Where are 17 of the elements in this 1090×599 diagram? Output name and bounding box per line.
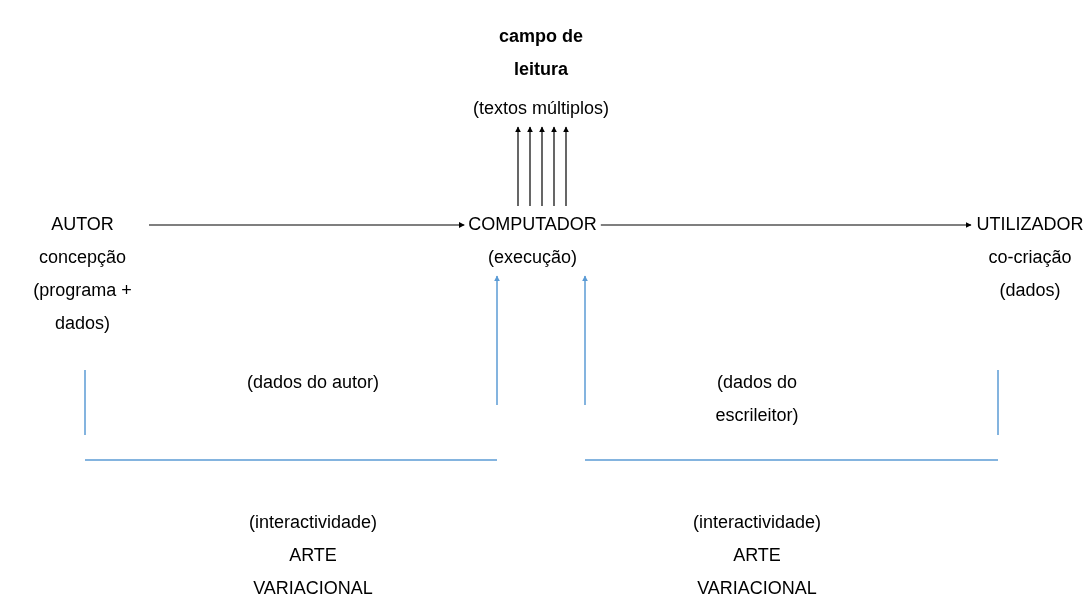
node-text: (execução) — [487, 246, 577, 269]
arrow — [539, 126, 545, 207]
arrow — [563, 126, 569, 207]
arrow — [582, 275, 588, 406]
node-heading: AUTOR — [51, 213, 114, 236]
node-heading: UTILIZADOR — [976, 213, 1084, 236]
node-text: co-criação (dados) — [987, 246, 1073, 302]
node-heading: COMPUTADOR — [468, 213, 597, 236]
arrow — [527, 126, 533, 207]
node-text: concepção (programa + dados) — [32, 246, 133, 335]
title-text: campo de leitura — [498, 25, 584, 81]
arrow — [148, 222, 465, 228]
arrow — [515, 126, 521, 207]
arrow — [600, 222, 972, 228]
arrow — [551, 126, 557, 207]
node-text: (textos múltiplos) — [472, 97, 609, 120]
arrow — [494, 275, 500, 406]
